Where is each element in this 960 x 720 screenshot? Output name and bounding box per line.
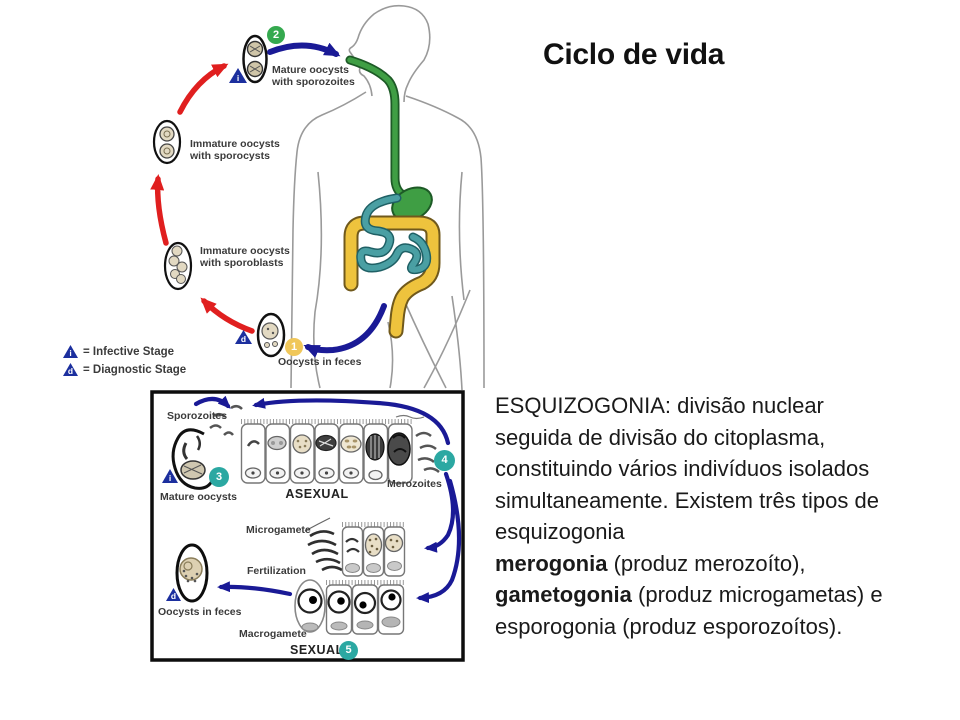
excysting-oocyst	[171, 405, 243, 490]
stage-badge-4: 4	[434, 450, 455, 471]
legend-infective-label: = Infective Stage	[83, 346, 175, 358]
stage-badge-5: 5	[339, 641, 358, 660]
oocyst-mature-sporozoites	[242, 34, 268, 84]
body-esporogonia-line: esporogonia (produz esporozoítos).	[495, 613, 843, 639]
body-merogonia-line: merogonia (produz merozoíto),	[495, 548, 960, 580]
gametogonia-rest: (produz microgametas) e	[631, 582, 883, 607]
oocyst-immature-sporoblasts	[163, 241, 193, 291]
body-gametogonia-line: gametogonia (produz microgametas) e	[495, 579, 960, 611]
merogonia-term: merogonia	[495, 550, 608, 576]
body-intro: ESQUIZOGONIA: divisão nuclear seguida de…	[495, 393, 879, 544]
label-immature-sporoblasts: Immature oocysts with sporoblasts	[200, 245, 290, 270]
tissue-diagram-graphic	[150, 390, 465, 662]
cycle-arrows-blue	[267, 42, 387, 358]
cycle-diagram-graphic	[150, 4, 485, 390]
page-title: Ciclo de vida	[543, 38, 725, 71]
stage-badge-1: 1	[285, 338, 303, 356]
label-oocysts-in-feces: Oocysts in feces	[278, 356, 362, 368]
stage-badge-2: 2	[267, 26, 285, 44]
label-mature-oocysts-bottom: Mature oocysts	[160, 491, 238, 503]
label-microgamete: Microgamete	[246, 524, 311, 536]
digestive-tract	[343, 55, 441, 339]
stage-badge-3: 3	[209, 467, 229, 487]
label-mature-oocysts: Mature oocysts with sporozoites	[272, 64, 355, 89]
gametogonia-term: gametogonia	[495, 582, 632, 607]
label-asexual: ASEXUAL	[285, 487, 349, 501]
body-text: ESQUIZOGONIA: divisão nuclear seguida de…	[495, 390, 960, 642]
tissue-arrows-blue	[193, 395, 462, 604]
microgamete-cell-row	[341, 522, 406, 577]
cycle-arrows-red	[150, 63, 255, 334]
label-sporozoites: Sporozoites	[167, 410, 228, 422]
label-merozoites: Merozoites	[387, 478, 442, 490]
oocyst-in-feces	[256, 312, 286, 358]
merogonia-rest: (produz merozoíto),	[607, 550, 806, 576]
label-immature-sporocysts: Immature oocysts with sporocysts	[190, 138, 280, 163]
merozoite-crescents	[415, 431, 440, 473]
label-oocysts-in-feces-bottom: Oocysts in feces	[158, 606, 242, 618]
label-macrogamete: Macrogamete	[239, 628, 307, 640]
macrogamete-cell-row	[294, 579, 405, 635]
microgamete-cluster	[307, 530, 343, 572]
label-sexual: SEXUAL	[290, 643, 344, 657]
legend-diagnostic-label: = Diagnostic Stage	[83, 364, 187, 376]
label-fertilization: Fertilization	[247, 565, 306, 577]
oocyst-in-feces-bottom	[175, 543, 209, 603]
asexual-cell-row	[240, 414, 425, 484]
oocyst-immature-sporocysts	[152, 119, 182, 165]
